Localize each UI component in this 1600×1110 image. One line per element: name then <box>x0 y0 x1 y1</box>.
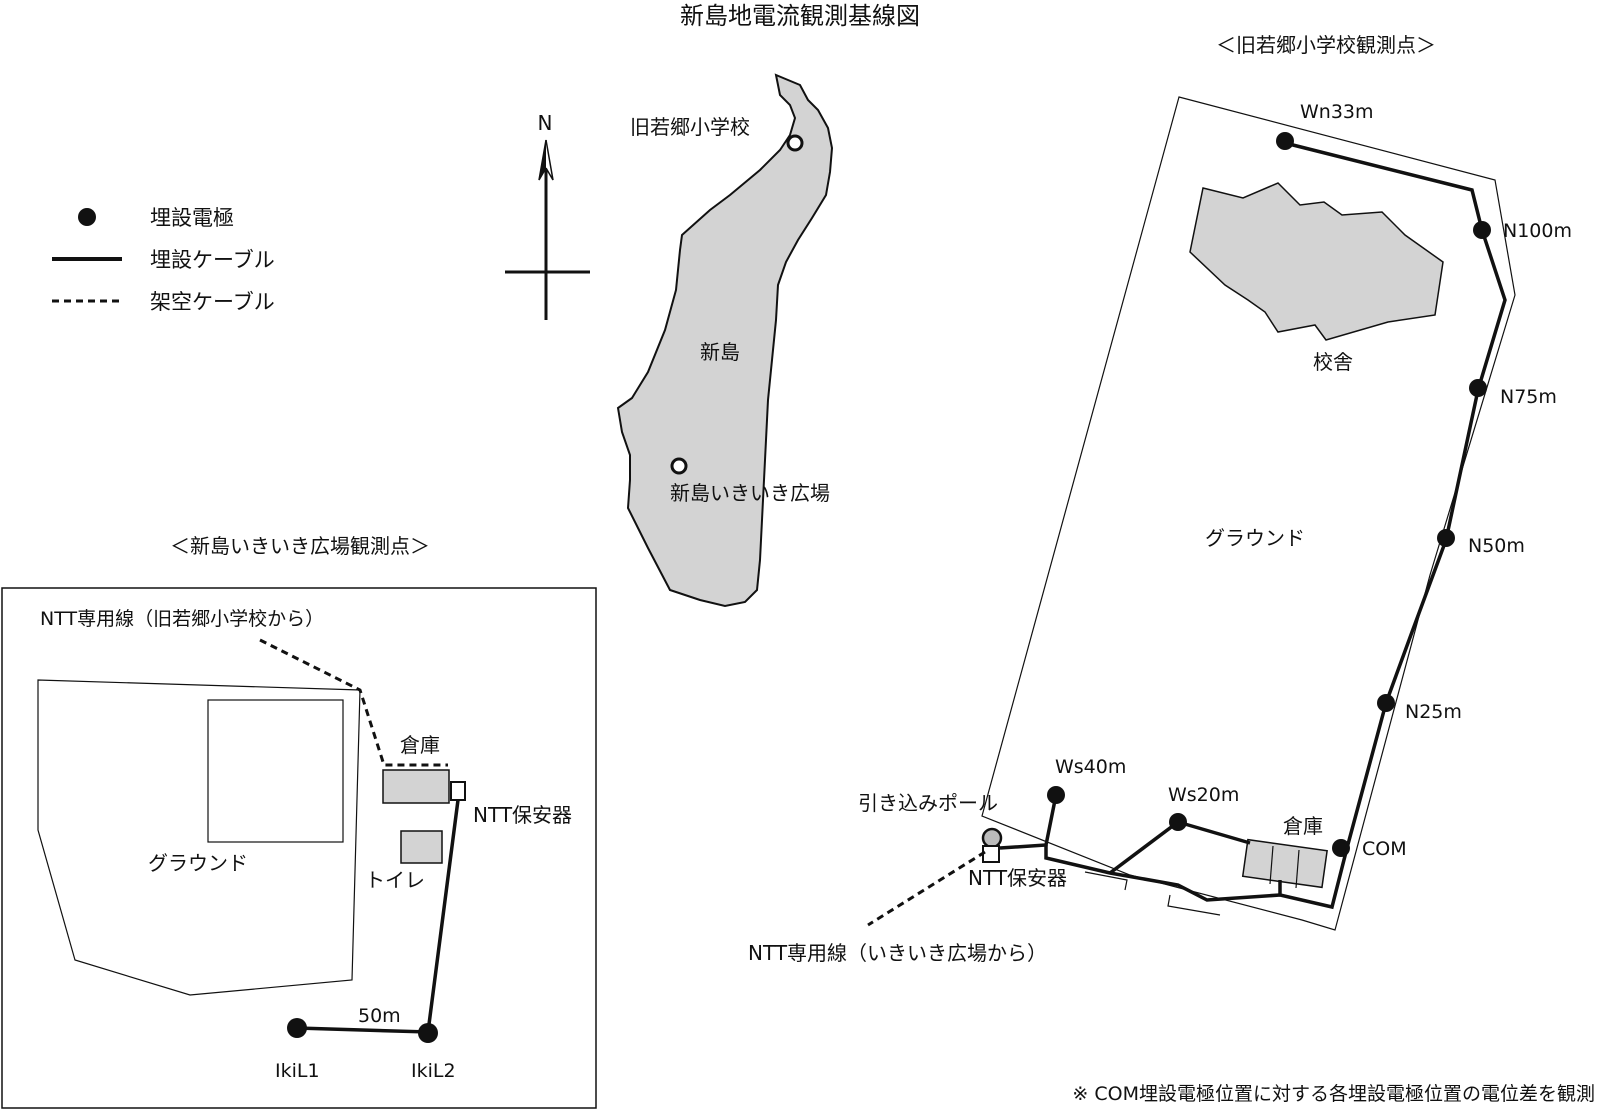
legend-electrode-label: 埋設電極 <box>150 206 234 230</box>
wall-segment <box>1167 894 1221 916</box>
plaza-toilet <box>400 830 443 864</box>
island-map: 旧若郷小学校 新島 新島いきいき広場 <box>616 73 834 608</box>
electrode-ikil2-marker <box>418 1023 438 1043</box>
island-shape <box>616 73 834 608</box>
electrode-ikil1-label: IkiL1 <box>275 1060 320 1082</box>
plaza-ntt-line-label: NTT専用線（旧若郷小学校から） <box>40 608 324 630</box>
plaza-heading: ＜新島いきいき広場観測点＞ <box>170 534 430 558</box>
electrode-wn33m-label: Wn33m <box>1300 101 1374 123</box>
site-school-label: 旧若郷小学校 <box>630 115 750 139</box>
footnote: ※ COM埋設電極位置に対する各埋設電極位置の電位差を観測 <box>1072 1083 1595 1105</box>
electrode-wn33m-marker <box>1276 132 1294 150</box>
school-warehouse-label: 倉庫 <box>1283 814 1323 838</box>
electrode-ws40m-marker <box>1047 786 1065 804</box>
school-ground-label: グラウンド <box>1205 526 1305 550</box>
island-name-label: 新島 <box>700 340 740 364</box>
plaza-aerial-cable <box>259 638 448 767</box>
electrode-com-label: COM <box>1362 838 1407 860</box>
electrode-n25m-marker <box>1377 694 1395 712</box>
electrode-n100m-label: N100m <box>1503 220 1572 242</box>
legend: 埋設電極 埋設ケーブル 架空ケーブル <box>52 206 275 314</box>
electrode-ws40m-label: Ws40m <box>1055 756 1126 778</box>
school-site-map: ＜旧若郷小学校観測点＞ 校舎 グラウンド 倉庫 引き込みポール NTT保安器 N… <box>748 33 1572 965</box>
warehouse-divider <box>1269 845 1274 885</box>
plaza-protector-box <box>450 781 466 801</box>
electrode-n50m-marker <box>1437 529 1455 547</box>
electrode-n75m-marker <box>1469 379 1487 397</box>
school-protector-box <box>982 845 1000 863</box>
electrode-n100m-marker <box>1473 221 1491 239</box>
electrode-n75m-label: N75m <box>1500 386 1557 408</box>
school-protector-label: NTT保安器 <box>968 866 1067 890</box>
school-warehouse <box>1241 838 1328 889</box>
lead-in-pole-marker <box>981 827 1003 849</box>
plaza-toilet-label: トイレ <box>365 868 425 892</box>
plaza-protector-label: NTT保安器 <box>473 803 572 827</box>
plaza-ground-boundary <box>37 679 361 996</box>
electrode-n25m-label: N25m <box>1405 701 1462 723</box>
lead-in-pole-label: 引き込みポール <box>858 791 998 815</box>
wall-segment <box>1084 871 1128 891</box>
school-cable-com-main <box>1044 845 1281 902</box>
north-compass: N <box>505 111 590 320</box>
electrode-ikil1-marker <box>287 1018 307 1038</box>
school-building <box>1189 182 1444 341</box>
electrode-ikil2-label: IkiL2 <box>411 1060 456 1082</box>
plaza-warehouse-label: 倉庫 <box>400 733 440 757</box>
site-plaza-marker <box>670 457 688 475</box>
plaza-ground-label: グラウンド <box>148 851 248 875</box>
school-cable-ws20 <box>1177 820 1251 845</box>
diagram-title: 新島地電流観測基線図 <box>680 2 920 30</box>
school-heading: ＜旧若郷小学校観測点＞ <box>1216 33 1436 57</box>
school-ntt-line-label: NTT専用線（いきいき広場から） <box>748 941 1047 965</box>
plaza-warehouse <box>382 769 450 804</box>
legend-aerial-cable-label: 架空ケーブル <box>150 290 275 314</box>
site-school-marker <box>786 134 804 152</box>
electrode-com-marker <box>1332 839 1350 857</box>
warehouse-divider <box>1295 849 1300 889</box>
school-cable-ws20-branch <box>1108 820 1180 875</box>
school-boundary <box>981 96 1516 931</box>
plaza-inner-field <box>207 699 344 843</box>
legend-buried-cable-label: 埋設ケーブル <box>150 248 275 272</box>
legend-electrode-marker <box>78 208 96 226</box>
plaza-site-map: ＜新島いきいき広場観測点＞ NTT専用線（旧若郷小学校から） グラウンド 倉庫 … <box>1 534 597 1109</box>
school-building-label: 校舎 <box>1313 350 1353 374</box>
electrode-ws20m-marker <box>1169 813 1187 831</box>
electrode-ws20m-label: Ws20m <box>1168 784 1239 806</box>
school-aerial-cable <box>867 850 986 927</box>
plaza-frame <box>1 587 597 1109</box>
electrode-n50m-label: N50m <box>1468 535 1525 557</box>
compass-north-label: N <box>538 111 553 135</box>
plaza-distance-label: 50m <box>358 1005 401 1027</box>
school-cable-ws40 <box>999 794 1058 850</box>
site-plaza-label: 新島いきいき広場 <box>670 481 830 505</box>
